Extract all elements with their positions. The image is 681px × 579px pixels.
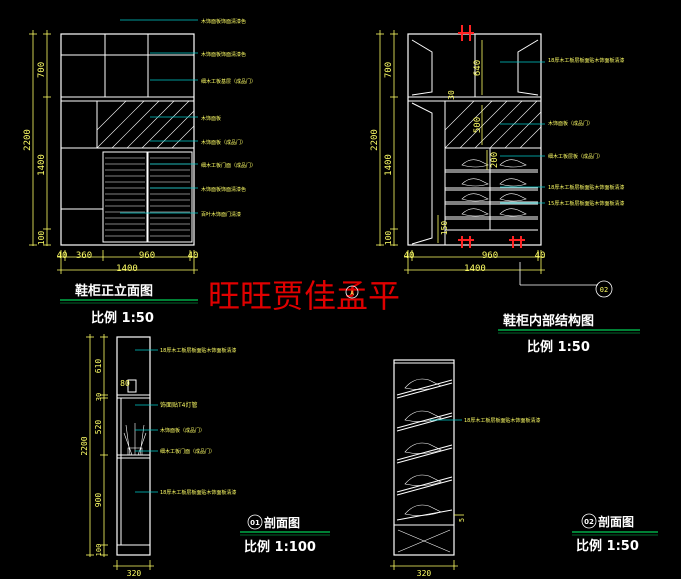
section-02-scale: 比例 1:50 [576, 538, 639, 554]
note-text: 百叶木饰面门清漆 [201, 211, 241, 218]
note-text: 细木工板门面（成品门） [160, 448, 215, 455]
dim-100: 100 [95, 544, 103, 557]
dim-2200: 2200 [23, 129, 33, 151]
front-elevation-scale: 比例 1:50 [91, 310, 154, 326]
dim-2200: 2200 [80, 436, 89, 455]
dim-960: 960 [139, 251, 155, 261]
section-marker-02: 02 [600, 286, 608, 294]
section-01-marker: 01 [250, 519, 260, 527]
dim-40-right: 40 [188, 251, 199, 261]
section-02-title-block: 02 剖面图 比例 1:50 [572, 513, 658, 554]
note-text: 木饰面板 [201, 115, 221, 122]
note-text: 木饰面板饰面清漆色 [201, 186, 246, 193]
note-text: 18厚木工板层板面贴木饰面板清漆 [548, 57, 624, 64]
watermark-text: 旺旺贾佳孟平 [208, 277, 400, 315]
dim-100: 100 [384, 231, 393, 246]
dim-610: 610 [94, 359, 103, 374]
internal-structure-dimensions: 700 2200 1400 100 640 30 500 200 150 40 … [370, 60, 608, 294]
section-02-drawing [390, 359, 464, 570]
note-text: 细木工板层板（成品门） [548, 153, 603, 160]
dim-40-right: 40 [535, 251, 546, 261]
internal-structure-title-block: 鞋柜内部结构图 比例 1:50 [498, 313, 640, 355]
dim-40-left: 40 [57, 251, 68, 261]
internal-structure-title: 鞋柜内部结构图 [503, 313, 594, 329]
dim-320: 320 [127, 569, 142, 578]
dim-360: 360 [76, 251, 92, 261]
dim-overall-1400: 1400 [464, 264, 486, 274]
front-elevation-title-block: 鞋柜正立面图 比例 1:50 [60, 283, 198, 326]
dim-overall-1400: 1400 [116, 264, 138, 274]
dim-960: 960 [482, 251, 498, 261]
section-01-dimensions: 610 30 80 520 2200 900 100 320 [80, 359, 141, 578]
dim-1400: 1400 [384, 154, 394, 176]
dim-520: 520 [94, 420, 103, 435]
note-text: 木饰面板饰面清漆色 [201, 18, 246, 25]
section-01-drawing [86, 334, 158, 570]
center-marker-label: A [350, 290, 354, 297]
note-text: 18厚木工板层板面贴木饰面板清漆 [160, 347, 236, 354]
dim-200: 200 [490, 152, 500, 168]
dim-40-left: 40 [404, 251, 415, 261]
dim-30: 30 [95, 393, 103, 401]
note-text: 细木工板基层（成品门） [201, 78, 256, 85]
note-text: 木饰面板饰面清漆色 [201, 51, 246, 58]
dim-640: 640 [473, 60, 483, 76]
section-01-notes: 18厚木工板层板面贴木饰面板清漆 饰面贴T4灯管 木饰面板（成品门） 细木工板门… [160, 347, 236, 496]
center-marker: A [345, 285, 359, 299]
front-elevation-notes: 木饰面板饰面清漆色 木饰面板饰面清漆色 细木工板基层（成品门） 木饰面板 木饰面… [201, 18, 256, 218]
section-02-notes: 18厚木工板层板面贴木饰面板清漆 [464, 417, 540, 424]
dim-700: 700 [37, 62, 47, 78]
dim-100: 100 [37, 231, 46, 246]
front-elevation-dimensions: 700 2200 1400 100 40 360 960 40 1400 [23, 62, 198, 274]
front-elevation-drawing [29, 19, 198, 274]
section-01-title-block: 01 剖面图 比例 1:100 [240, 514, 330, 555]
note-text: 15厚木工板层板面贴木饰面板清漆 [548, 200, 624, 207]
dim-150: 150 [440, 221, 449, 236]
section-02-title: 剖面图 [598, 514, 634, 529]
dim-700: 700 [384, 62, 394, 78]
note-text: 木饰面板（成品门） [160, 427, 205, 434]
internal-structure-notes: 18厚木工板层板面贴木饰面板清漆 木饰面板（成品门） 细木工板层板（成品门） 1… [548, 57, 624, 207]
note-text: 18厚木工板层板面贴木饰面板清漆 [548, 184, 624, 191]
dim-30: 30 [447, 90, 456, 100]
section-02-dimensions: 320 5 [417, 518, 466, 578]
section-01-title: 剖面图 [264, 515, 300, 530]
dim-80: 80 [120, 379, 130, 388]
section-01-scale: 比例 1:100 [244, 539, 316, 555]
internal-structure-scale: 比例 1:50 [527, 339, 590, 355]
dim-900: 900 [94, 493, 103, 508]
dim-1400: 1400 [37, 154, 47, 176]
note-text: 18厚木工板层板面贴木饰面板清漆 [160, 489, 236, 496]
note-text: 细木工板门面（成品门） [201, 162, 256, 169]
front-elevation-title: 鞋柜正立面图 [75, 283, 153, 299]
note-text: 饰面贴T4灯管 [160, 401, 197, 409]
note-text: 木饰面板（成品门） [548, 120, 593, 127]
dim-320: 320 [417, 569, 432, 578]
internal-structure-drawing [376, 25, 613, 298]
note-text: 18厚木工板层板面贴木饰面板清漆 [464, 417, 540, 424]
dim-5: 5 [458, 518, 466, 522]
section-02-marker: 02 [584, 518, 594, 526]
dim-2200: 2200 [370, 129, 380, 151]
note-text: 木饰面板（成品门） [201, 139, 246, 146]
dim-500: 500 [473, 117, 483, 133]
